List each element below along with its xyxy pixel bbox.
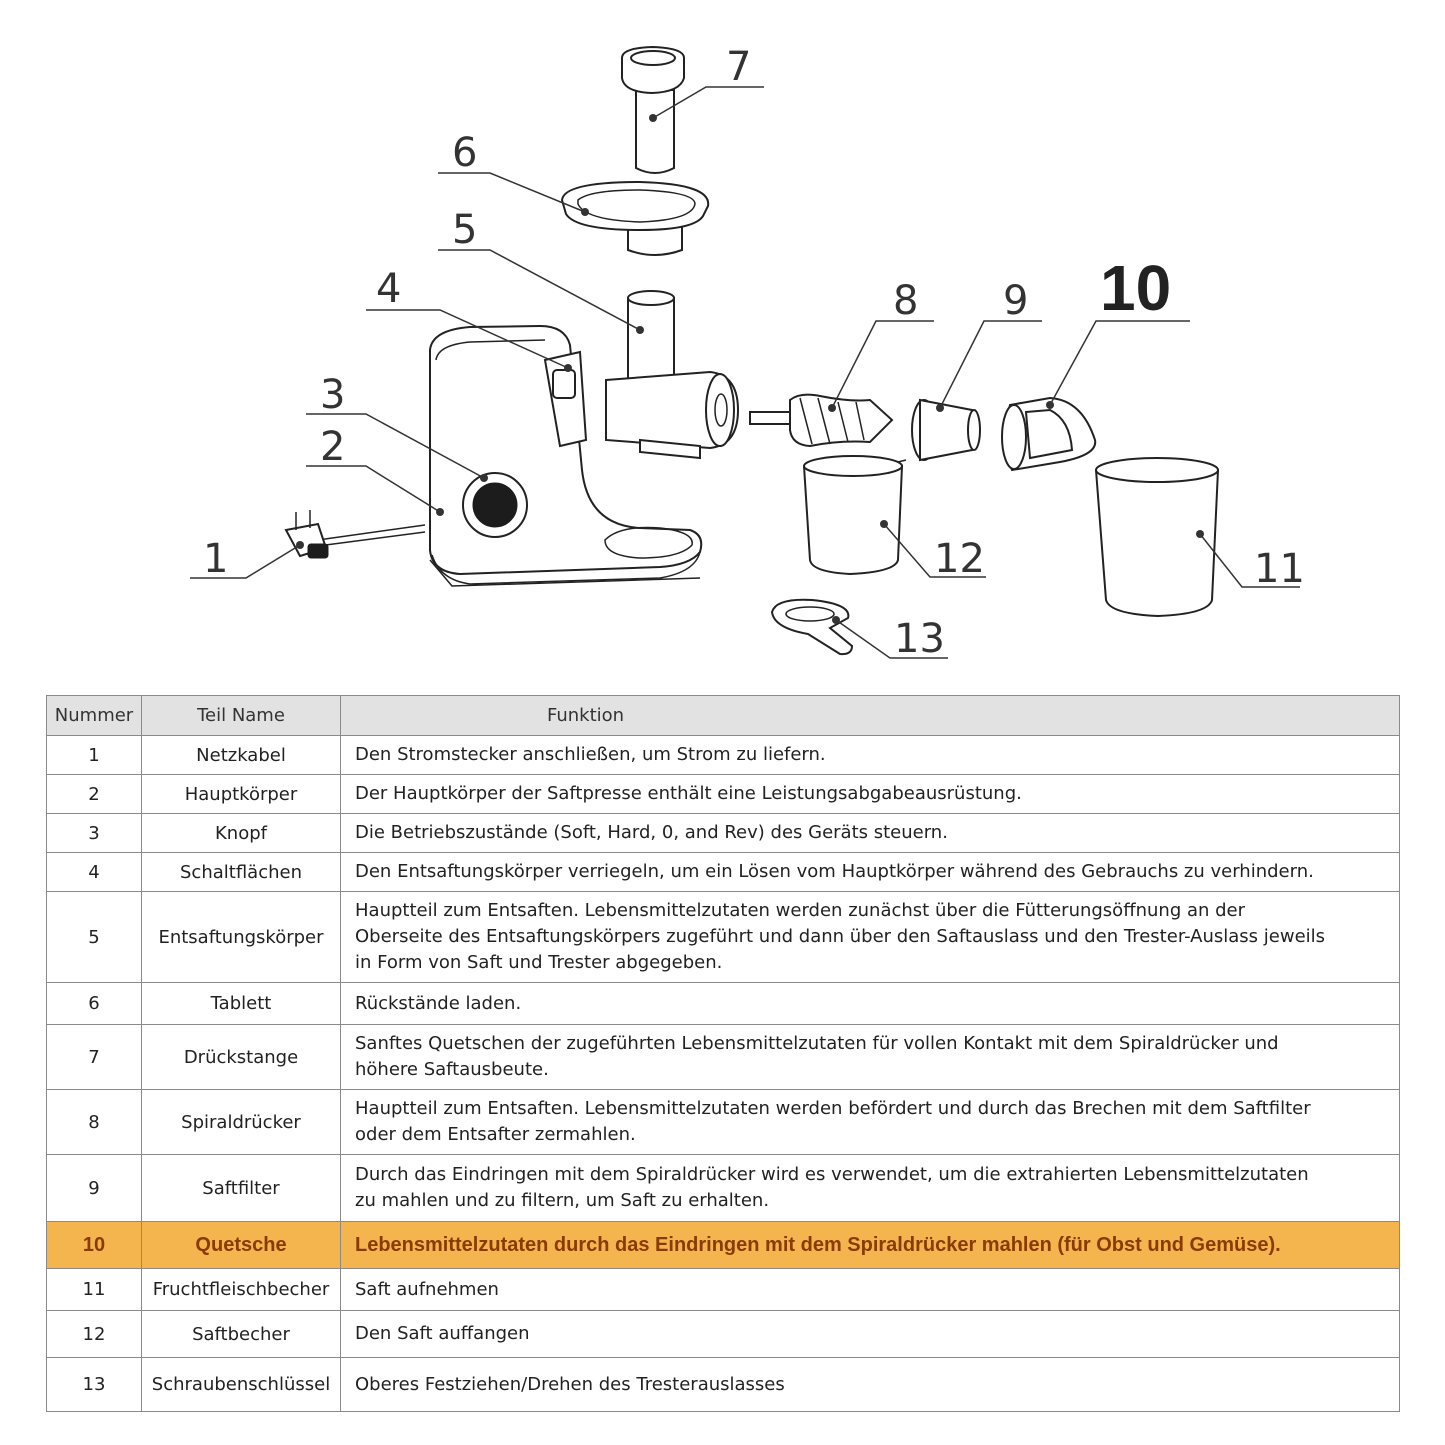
row-function: Oberes Festziehen/Drehen des Tresterausl… bbox=[341, 1358, 1400, 1412]
row-number: 5 bbox=[47, 892, 142, 983]
exploded-parts-diagram: 1 2 3 4 5 6 7 8 9 10 11 12 13 bbox=[0, 0, 1445, 680]
row-number: 2 bbox=[47, 775, 142, 814]
callout-2: 2 bbox=[320, 424, 345, 470]
table-row: 2 Hauptkörper Der Hauptkörper der Saftpr… bbox=[47, 775, 1400, 814]
callout-8: 8 bbox=[893, 278, 918, 324]
juice-filter-illustration bbox=[912, 400, 980, 460]
row-function: Hauptteil zum Entsaften. Lebensmittelzut… bbox=[341, 892, 1400, 983]
tray-illustration bbox=[562, 182, 708, 255]
table-row-highlighted: 10 Quetsche Lebensmittelzutaten durch da… bbox=[47, 1222, 1400, 1269]
row-number: 3 bbox=[47, 814, 142, 853]
row-number: 7 bbox=[47, 1025, 142, 1090]
row-number: 6 bbox=[47, 983, 142, 1025]
juice-cup-illustration bbox=[804, 456, 906, 574]
pusher-illustration bbox=[622, 47, 684, 173]
row-part-name: Netzkabel bbox=[142, 736, 341, 775]
row-part-name: Fruchtfleischbecher bbox=[142, 1269, 341, 1311]
callout-1: 1 bbox=[203, 536, 228, 582]
table-row: 4 Schaltflächen Den Entsaftungskörper ve… bbox=[47, 853, 1400, 892]
row-function: Den Saft auffangen bbox=[341, 1311, 1400, 1358]
callout-3: 3 bbox=[320, 372, 345, 418]
row-part-name: Schaltflächen bbox=[142, 853, 341, 892]
callout-10: 10 bbox=[1100, 252, 1171, 324]
table-row: 1 Netzkabel Den Stromstecker anschließen… bbox=[47, 736, 1400, 775]
row-number: 4 bbox=[47, 853, 142, 892]
table-row: 3 Knopf Die Betriebszustände (Soft, Hard… bbox=[47, 814, 1400, 853]
row-part-name: Saftbecher bbox=[142, 1311, 341, 1358]
parts-table: Nummer Teil Name Funktion 1 Netzkabel De… bbox=[46, 695, 1400, 1412]
row-function: Saft aufnehmen bbox=[341, 1269, 1400, 1311]
row-number: 10 bbox=[47, 1222, 142, 1269]
table-row: 12 Saftbecher Den Saft auffangen bbox=[47, 1311, 1400, 1358]
juicing-body-illustration bbox=[606, 291, 738, 458]
table-row: 11 Fruchtfleischbecher Saft aufnehmen bbox=[47, 1269, 1400, 1311]
callout-7: 7 bbox=[726, 44, 751, 90]
row-part-name: Quetsche bbox=[142, 1222, 341, 1269]
row-part-name: Spiraldrücker bbox=[142, 1090, 341, 1155]
row-number: 1 bbox=[47, 736, 142, 775]
row-number: 12 bbox=[47, 1311, 142, 1358]
wrench-illustration bbox=[772, 600, 852, 654]
table-row: 7 Drückstange Sanftes Quetschen der zuge… bbox=[47, 1025, 1400, 1090]
callout-13: 13 bbox=[894, 616, 945, 662]
squeezer-illustration bbox=[1002, 398, 1095, 470]
row-function: Rückstände laden. bbox=[341, 983, 1400, 1025]
row-function: Die Betriebszustände (Soft, Hard, 0, and… bbox=[341, 814, 1400, 853]
table-header-row: Nummer Teil Name Funktion bbox=[47, 696, 1400, 736]
row-function: Durch das Eindringen mit dem Spiraldrück… bbox=[341, 1155, 1400, 1222]
header-name: Teil Name bbox=[142, 696, 341, 736]
row-part-name: Drückstange bbox=[142, 1025, 341, 1090]
knob-illustration bbox=[463, 473, 527, 537]
row-number: 9 bbox=[47, 1155, 142, 1222]
table-row: 6 Tablett Rückstände laden. bbox=[47, 983, 1400, 1025]
callout-9: 9 bbox=[1003, 278, 1028, 324]
callout-5: 5 bbox=[452, 207, 477, 253]
row-part-name: Entsaftungskörper bbox=[142, 892, 341, 983]
row-part-name: Knopf bbox=[142, 814, 341, 853]
table-row: 5 Entsaftungskörper Hauptteil zum Entsaf… bbox=[47, 892, 1400, 983]
row-function: Sanftes Quetschen der zugeführten Lebens… bbox=[341, 1025, 1400, 1090]
row-number: 13 bbox=[47, 1358, 142, 1412]
spiral-illustration bbox=[750, 395, 892, 446]
row-function: Hauptteil zum Entsaften. Lebensmittelzut… bbox=[341, 1090, 1400, 1155]
header-function: Funktion bbox=[341, 696, 1400, 736]
table-row: 8 Spiraldrücker Hauptteil zum Entsaften.… bbox=[47, 1090, 1400, 1155]
row-number: 11 bbox=[47, 1269, 142, 1311]
table-row: 9 Saftfilter Durch das Eindringen mit de… bbox=[47, 1155, 1400, 1222]
row-part-name: Saftfilter bbox=[142, 1155, 341, 1222]
row-part-name: Hauptkörper bbox=[142, 775, 341, 814]
callout-12: 12 bbox=[934, 536, 985, 582]
power-cord-illustration bbox=[286, 510, 425, 558]
row-function: Den Entsaftungskörper verriegeln, um ein… bbox=[341, 853, 1400, 892]
table-row: 13 Schraubenschlüssel Oberes Festziehen/… bbox=[47, 1358, 1400, 1412]
row-function: Den Stromstecker anschließen, um Strom z… bbox=[341, 736, 1400, 775]
row-number: 8 bbox=[47, 1090, 142, 1155]
row-part-name: Schraubenschlüssel bbox=[142, 1358, 341, 1412]
callout-4: 4 bbox=[376, 266, 401, 312]
callout-11: 11 bbox=[1254, 546, 1305, 592]
row-function: Der Hauptkörper der Saftpresse enthält e… bbox=[341, 775, 1400, 814]
row-function: Lebensmittelzutaten durch das Eindringen… bbox=[341, 1222, 1400, 1269]
row-part-name: Tablett bbox=[142, 983, 341, 1025]
header-number: Nummer bbox=[47, 696, 142, 736]
callout-6: 6 bbox=[452, 130, 477, 176]
